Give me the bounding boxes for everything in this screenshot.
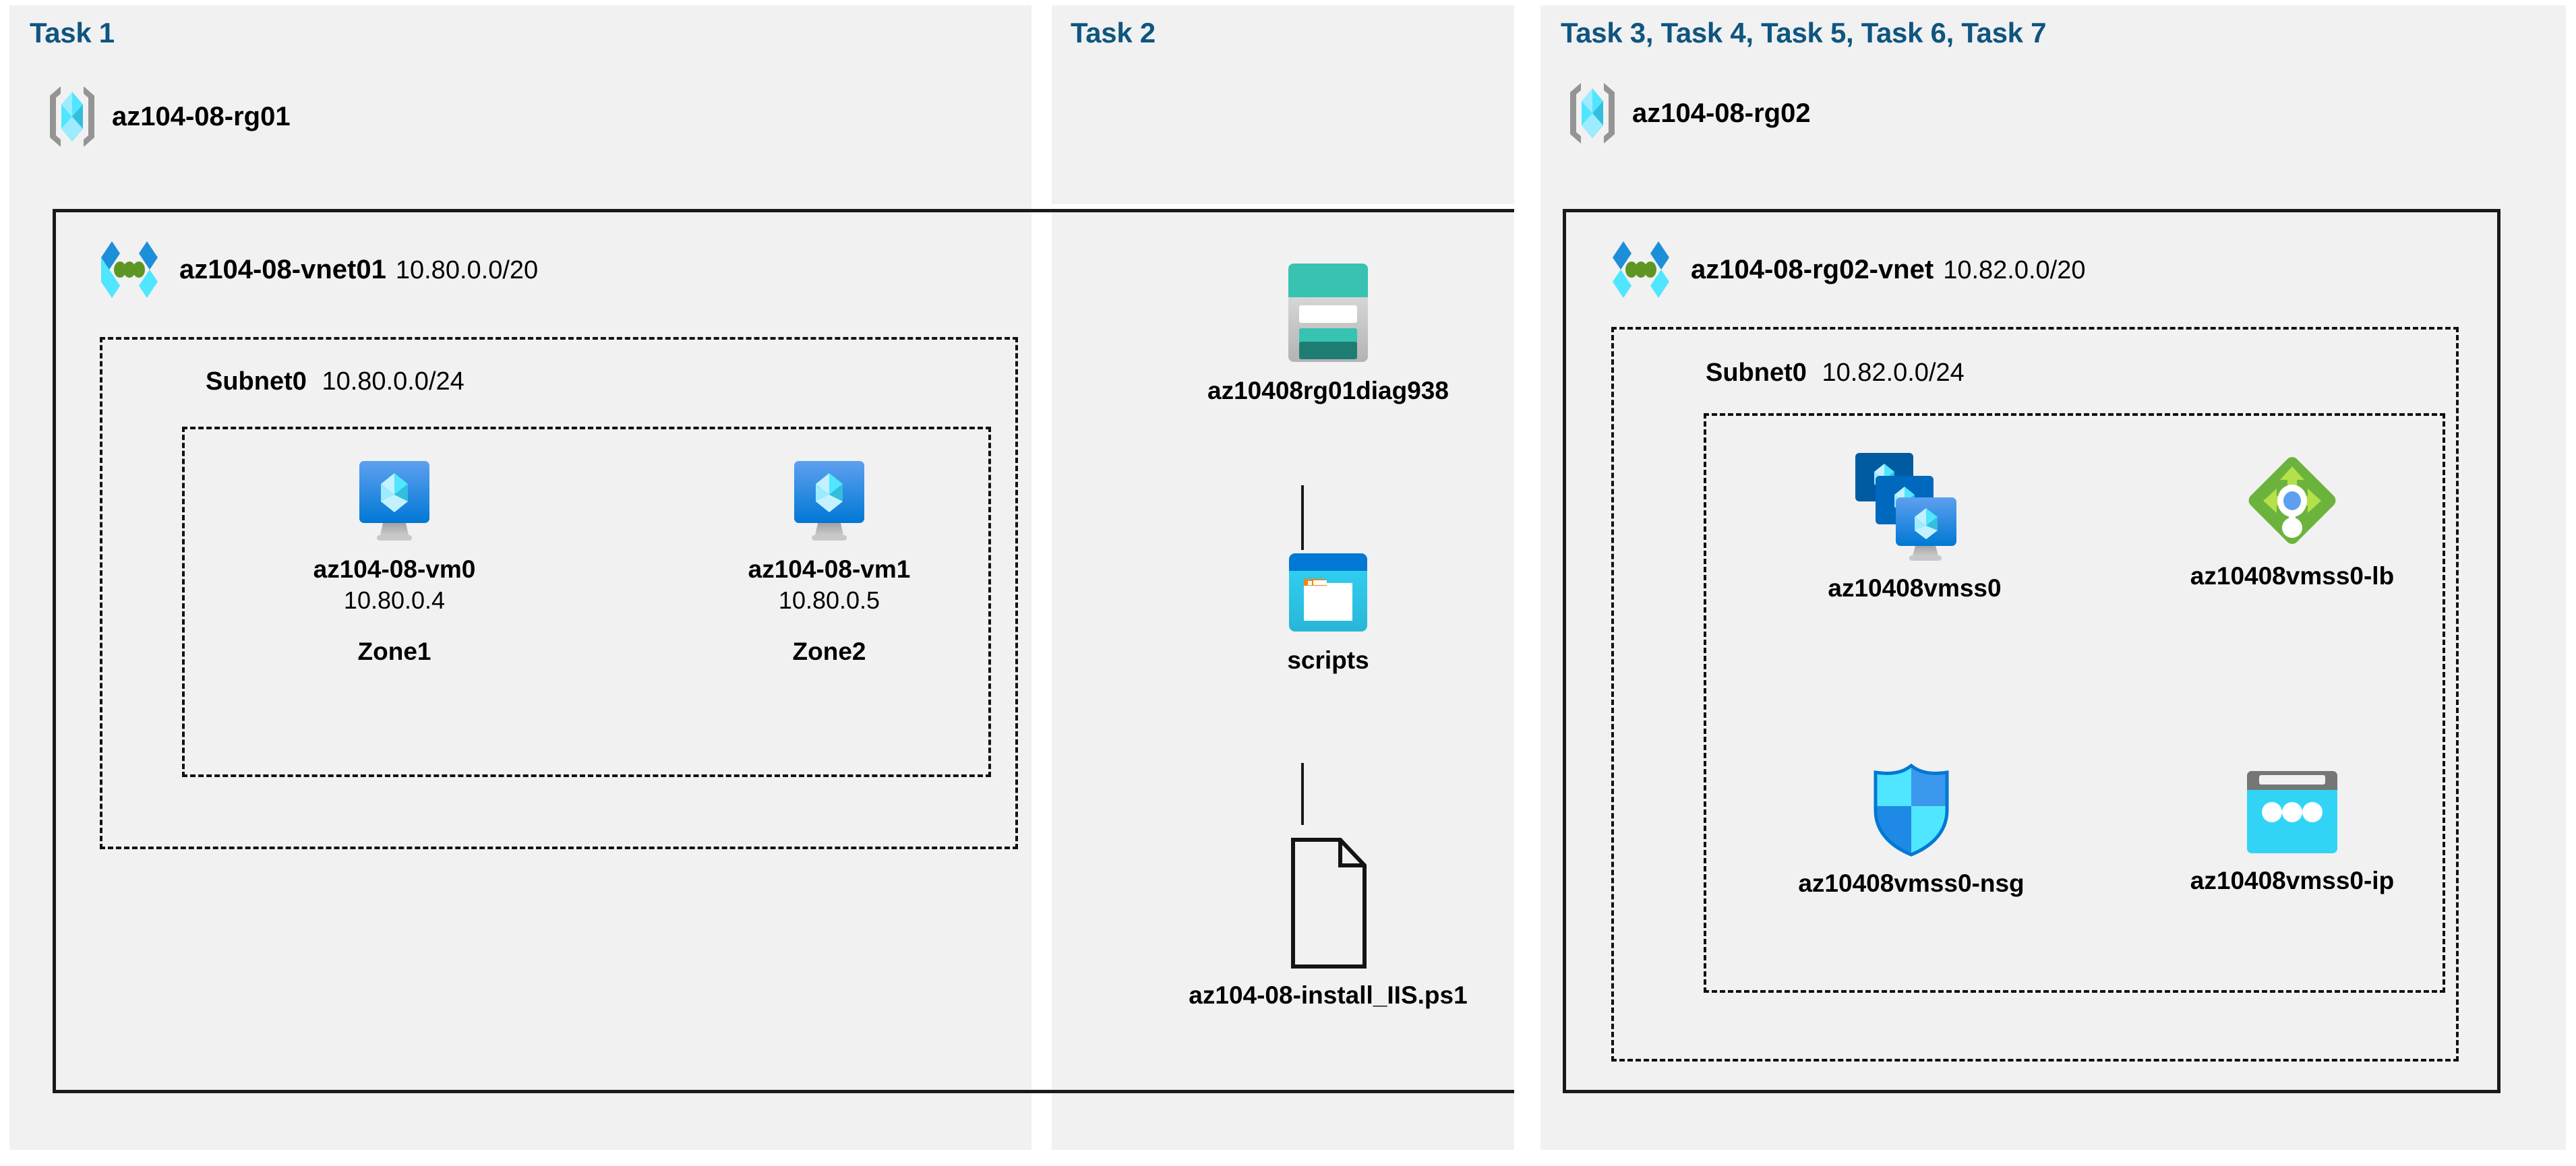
virtual-network-icon (94, 237, 164, 302)
storage-account-name: az10408rg01diag938 (1207, 377, 1449, 404)
vnet-boundary-az104-08-rg02-vnet (1563, 209, 2500, 1093)
task2-panel-overlay (1034, 212, 1052, 1090)
resource-group-az104-08-rg01: az104-08-rg01 (47, 84, 291, 149)
vm-ip-address: 10.80.0.5 (778, 586, 880, 614)
vnet-header-az104-08-vnet01: az104-08-vnet01 10.80.0.0/20 (94, 237, 538, 302)
storage-account-icon (1282, 259, 1375, 366)
subnet-cidr: 10.82.0.0/24 (1822, 359, 1965, 387)
vm-name: az104-08-vm1 (748, 555, 911, 583)
vnet-name: az104-08-rg02-vnet (1691, 254, 1934, 284)
tasks-3-to-7-label: Task 3, Task 4, Task 5, Task 6, Task 7 (1561, 17, 2047, 49)
network-security-group-icon (1867, 762, 1955, 859)
panel-task-1 (9, 5, 1031, 1150)
vm-zone: Zone2 (792, 638, 866, 665)
vnet01-bottom-rule (1034, 1090, 1514, 1093)
vnet-cidr: 10.82.0.0/20 (1943, 255, 2086, 284)
virtual-machine-icon (353, 458, 436, 545)
resource-node-install-script-file[interactable]: az104-08-install_IIS.ps1 (1126, 836, 1530, 1010)
nsg-name: az10408vmss0-nsg (1798, 869, 2025, 897)
virtual-network-icon (1606, 237, 1676, 302)
subnet-boundary-subnet0-left (100, 337, 1018, 849)
subnet-cidr: 10.80.0.0/24 (322, 367, 465, 396)
vnet01-top-rule (1034, 209, 1514, 212)
panel-task-2 (1052, 5, 1514, 204)
blob-container-name: scripts (1287, 646, 1369, 674)
vm-zone: Zone1 (357, 638, 431, 665)
subnet0-right-title: Subnet0 10.82.0.0/24 (1706, 359, 1965, 388)
resource-node-az104-08-vm0[interactable]: az104-08-vm0 10.80.0.4 Zone1 (273, 458, 516, 666)
load-balancer-name: az10408vmss0-lb (2190, 562, 2395, 590)
scale-set-name: az10408vmss0 (1828, 574, 2002, 602)
scale-set-resources-boundary (1704, 413, 2445, 993)
resource-node-az10408vmss0[interactable]: az10408vmss0 (1766, 450, 2063, 603)
availability-zones-boundary (182, 427, 991, 777)
resource-node-blob-container[interactable]: scripts (1146, 549, 1510, 675)
vnet-header-az104-08-rg02-vnet: az104-08-rg02-vnet 10.82.0.0/20 (1606, 237, 2086, 302)
vm-scale-set-icon (1853, 450, 1977, 563)
load-balancer-icon (2242, 450, 2343, 551)
public-ip-address-icon (2244, 768, 2340, 856)
connector-container-to-file (1301, 763, 1304, 825)
task2-panel-body-overlay (1052, 212, 1514, 1090)
task-1-label: Task 1 (30, 17, 115, 49)
resource-node-az10408vmss0-ip[interactable]: az10408vmss0-ip (2144, 768, 2440, 895)
panel-task-2-lower (1052, 1093, 1514, 1150)
resource-node-az10408vmss0-nsg[interactable]: az10408vmss0-nsg (1753, 762, 2070, 898)
resource-group-az104-08-rg02: az104-08-rg02 (1567, 81, 1811, 146)
resource-node-az104-08-vm1[interactable]: az104-08-vm1 10.80.0.5 Zone2 (708, 458, 951, 666)
resource-group-name: az104-08-rg02 (1632, 98, 1811, 128)
file-icon (1284, 836, 1373, 971)
vnet-cidr: 10.80.0.0/20 (395, 255, 539, 284)
vnet-label-group: az104-08-rg02-vnet 10.82.0.0/20 (1691, 255, 2086, 285)
vm-name: az104-08-vm0 (313, 555, 476, 583)
subnet0-left-title: Subnet0 10.80.0.0/24 (206, 367, 465, 396)
resource-node-storage-account[interactable]: az10408rg01diag938 (1139, 259, 1517, 405)
task-2-label: Task 2 (1071, 17, 1156, 49)
panel-tasks-3-to-7 (1540, 5, 2566, 1150)
vm-ip-address: 10.80.0.4 (343, 586, 446, 614)
connector-storage-to-container (1301, 485, 1304, 550)
task2-right-gutter-overlay (1514, 212, 1540, 1090)
resource-node-az10408vmss0-lb[interactable]: az10408vmss0-lb (2144, 450, 2440, 590)
vnet-label-group: az104-08-vnet01 10.80.0.0/20 (179, 255, 538, 285)
resource-group-icon (47, 84, 97, 149)
blob-container-icon (1285, 549, 1371, 636)
subnet-boundary-subnet0-right (1611, 327, 2459, 1062)
virtual-machine-icon (787, 458, 871, 545)
resource-group-name: az104-08-rg01 (112, 101, 291, 131)
subnet-name: Subnet0 (206, 367, 307, 396)
resource-group-icon (1567, 81, 1617, 146)
subnet-name: Subnet0 (1706, 359, 1807, 387)
vnet-name: az104-08-vnet01 (179, 254, 386, 284)
file-name: az104-08-install_IIS.ps1 (1189, 981, 1468, 1009)
public-ip-name: az10408vmss0-ip (2190, 867, 2395, 894)
